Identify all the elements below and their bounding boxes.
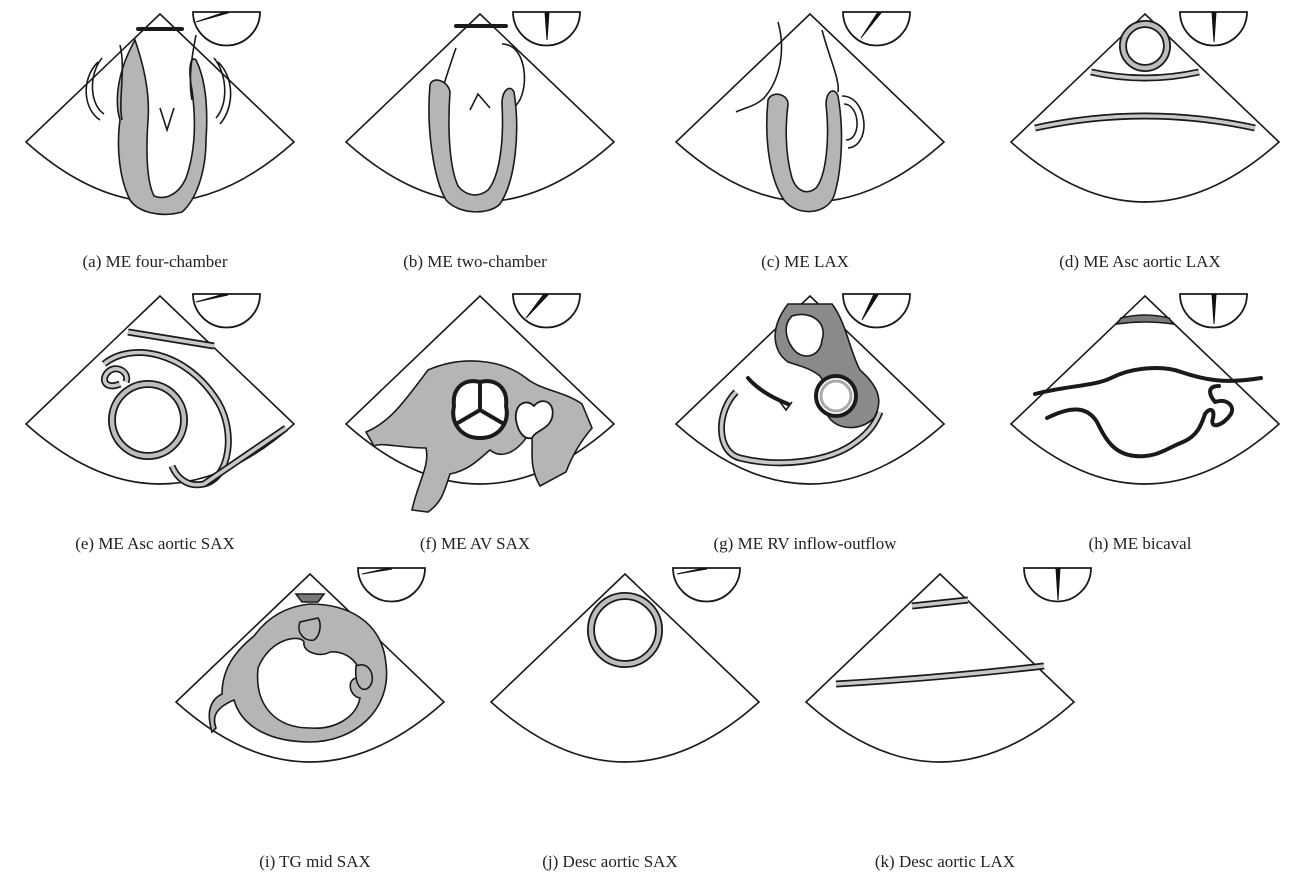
caption-k: (k) Desc aortic LAX (800, 852, 1090, 872)
caption-j: (j) Desc aortic SAX (465, 852, 755, 872)
multiplane-angle-icon (843, 294, 910, 328)
caption-g: (g) ME RV inflow-outflow (660, 534, 950, 554)
caption-i: (i) TG mid SAX (170, 852, 460, 872)
panel-g-me-rv-inflow-outflow: (g) ME RV inflow-outflow (660, 282, 960, 522)
panel-j-desc-aortic-sax: (j) Desc aortic SAX (475, 560, 775, 800)
near-field-wall (296, 594, 324, 602)
echo-view-i-svg (160, 560, 460, 800)
panel-i-tg-mid-sax: (i) TG mid SAX (160, 560, 460, 800)
panel-h-me-bicaval: (h) ME bicaval (995, 282, 1295, 522)
multiplane-angle-icon (513, 294, 580, 328)
caption-h: (h) ME bicaval (995, 534, 1285, 554)
panel-f-me-av-sax: (f) ME AV SAX (330, 282, 630, 522)
imaging-sector (346, 14, 614, 202)
caption-b: (b) ME two-chamber (330, 252, 620, 272)
panel-e-me-asc-aortic-sax: (e) ME Asc aortic SAX (10, 282, 310, 522)
caption-f: (f) ME AV SAX (330, 534, 620, 554)
atrial-roof-band (1117, 315, 1173, 324)
papillary-muscle-posterior (356, 665, 373, 690)
multiplane-angle-icon (193, 294, 260, 328)
echo-view-d-svg (995, 0, 1295, 240)
imaging-sector (676, 14, 944, 202)
echo-view-j-svg (475, 560, 775, 800)
panel-a-me-four-chamber: (a) ME four-chamber (10, 0, 310, 240)
echo-view-c-svg (660, 0, 960, 240)
papillary-muscle-anterior (299, 618, 320, 640)
caption-c: (c) ME LAX (660, 252, 950, 272)
panel-c-me-lax: (c) ME LAX (660, 0, 960, 240)
echo-view-e-svg (10, 282, 310, 522)
multiplane-angle-icon (193, 12, 260, 45)
echo-view-f-svg (330, 282, 630, 522)
echo-view-b-svg (330, 0, 630, 240)
panel-d-me-asc-aortic-lax: (d) ME Asc aortic LAX (995, 0, 1295, 240)
panel-k-desc-aortic-lax: (k) Desc aortic LAX (790, 560, 1090, 800)
caption-a: (a) ME four-chamber (10, 252, 300, 272)
imaging-sector (1011, 14, 1279, 202)
echo-view-k-svg (790, 560, 1090, 800)
echo-view-g-svg (660, 282, 960, 522)
panel-b-me-two-chamber: (b) ME two-chamber (330, 0, 630, 240)
echo-view-a-svg (10, 0, 310, 240)
caption-d: (d) ME Asc aortic LAX (995, 252, 1285, 272)
echo-view-h-svg (995, 282, 1295, 522)
caption-e: (e) ME Asc aortic SAX (10, 534, 300, 554)
